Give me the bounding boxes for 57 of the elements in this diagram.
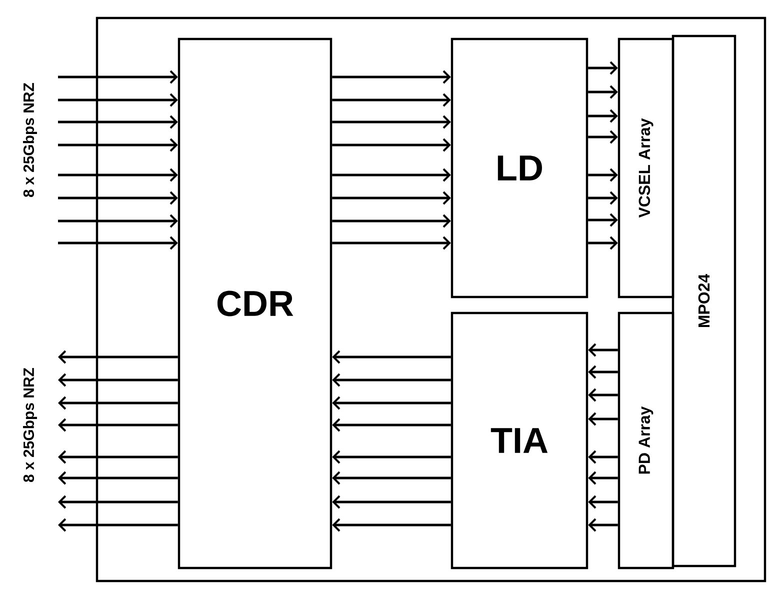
arrow xyxy=(588,191,618,205)
arrow xyxy=(332,236,451,250)
arrow xyxy=(332,518,451,532)
arrow xyxy=(588,236,618,250)
arrow xyxy=(588,109,618,123)
arrow xyxy=(332,495,451,509)
arrow xyxy=(58,70,178,84)
arrow xyxy=(588,343,618,357)
arrow xyxy=(58,115,178,129)
arrow xyxy=(332,396,451,410)
arrow xyxy=(588,85,618,99)
arrow xyxy=(58,396,178,410)
array-block: VCSEL Array xyxy=(618,38,674,298)
arrow xyxy=(588,495,618,509)
arrow xyxy=(58,350,178,364)
arrow xyxy=(332,70,451,84)
block: CDR xyxy=(178,38,332,570)
arrow xyxy=(58,236,178,250)
signal-label: 8 x 25Gbps NRZ xyxy=(23,368,37,482)
arrow xyxy=(58,373,178,387)
arrow xyxy=(588,450,618,464)
arrow xyxy=(588,213,618,227)
arrow xyxy=(588,471,618,485)
arrow xyxy=(58,93,178,107)
arrow xyxy=(588,61,618,75)
arrow xyxy=(58,214,178,228)
arrow xyxy=(332,450,451,464)
arrow xyxy=(332,93,451,107)
arrow xyxy=(588,412,618,426)
arrow xyxy=(58,495,178,509)
arrow xyxy=(588,168,618,182)
arrow xyxy=(588,518,618,532)
arrow xyxy=(588,130,618,144)
signal-label: 8 x 25Gbps NRZ xyxy=(23,82,37,198)
arrow xyxy=(588,388,618,402)
arrow xyxy=(332,471,451,485)
arrow xyxy=(58,168,178,182)
arrow xyxy=(588,365,618,379)
module-outline xyxy=(96,16,766,582)
array-block: MPO24 xyxy=(672,34,736,568)
arrow xyxy=(332,214,451,228)
arrow xyxy=(332,373,451,387)
arrow xyxy=(332,138,451,152)
arrow xyxy=(58,418,178,432)
arrow xyxy=(332,418,451,432)
arrow xyxy=(332,191,451,205)
arrow xyxy=(332,115,451,129)
block: LD xyxy=(450,38,588,298)
arrow xyxy=(332,168,451,182)
block: TIA xyxy=(450,312,588,570)
array-block: PD Array xyxy=(618,312,674,570)
arrow xyxy=(58,450,178,464)
arrow xyxy=(58,518,178,532)
arrow xyxy=(58,138,178,152)
arrow xyxy=(332,350,451,364)
arrow xyxy=(58,191,178,205)
arrow xyxy=(58,471,178,485)
